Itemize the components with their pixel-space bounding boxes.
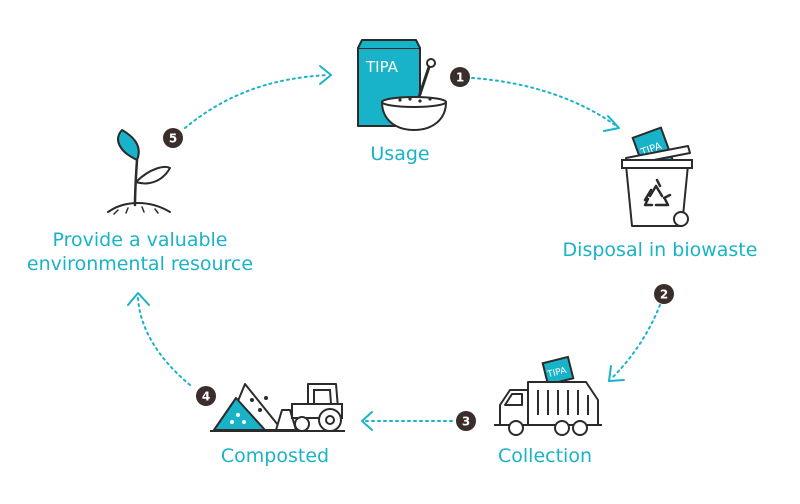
package-brand-label: TIPA bbox=[365, 58, 399, 76]
step-label-composted: Composted bbox=[220, 445, 330, 467]
arrow-disposal-to-collection bbox=[611, 304, 661, 379]
step-label-disposal: Disposal in biowaste bbox=[562, 239, 758, 261]
svg-text:5: 5 bbox=[169, 132, 177, 146]
arrow-head-1 bbox=[319, 65, 332, 85]
step-label-usage: Usage bbox=[370, 143, 430, 165]
arrow-5-to-usage bbox=[184, 74, 329, 129]
svg-text:4: 4 bbox=[202, 390, 210, 404]
step-label-collection: Collection bbox=[498, 445, 592, 467]
compost-bin-icon: TIPA bbox=[621, 126, 693, 227]
cycle-arrows bbox=[137, 74, 661, 422]
garbage-truck-icon: TIPA bbox=[494, 355, 602, 436]
step-badge-4: 4 bbox=[196, 386, 216, 406]
bowl-and-package-icon: TIPA bbox=[357, 39, 447, 131]
step-badge-1: 1 bbox=[450, 67, 470, 87]
svg-text:1: 1 bbox=[456, 71, 464, 85]
step-label-provide-line-2: environmental resource bbox=[26, 253, 254, 275]
step-label-provide-line-1: Provide a valuable bbox=[52, 229, 228, 251]
arrow-head-4 bbox=[361, 411, 373, 431]
arrow-composted-to-provide bbox=[137, 297, 191, 386]
step-badge-2: 2 bbox=[654, 284, 674, 304]
arrow-head-3 bbox=[608, 365, 625, 382]
step-badge-5: 5 bbox=[163, 128, 183, 148]
arrow-heads bbox=[127, 65, 625, 431]
recycle-icon bbox=[643, 178, 672, 207]
seedling-icon bbox=[107, 129, 171, 215]
step-badge-3: 3 bbox=[456, 411, 476, 431]
compost-pile-tractor-icon bbox=[210, 383, 345, 432]
svg-text:TIPA: TIPA bbox=[546, 366, 569, 381]
svg-text:3: 3 bbox=[462, 415, 470, 429]
arrow-head-5 bbox=[127, 292, 150, 306]
arrow-usage-to-disposal bbox=[471, 77, 616, 126]
step-label-provide-resource: Provide a valuable environmental resourc… bbox=[10, 228, 270, 276]
arrow-head-2 bbox=[603, 115, 620, 132]
svg-text:2: 2 bbox=[660, 288, 668, 302]
